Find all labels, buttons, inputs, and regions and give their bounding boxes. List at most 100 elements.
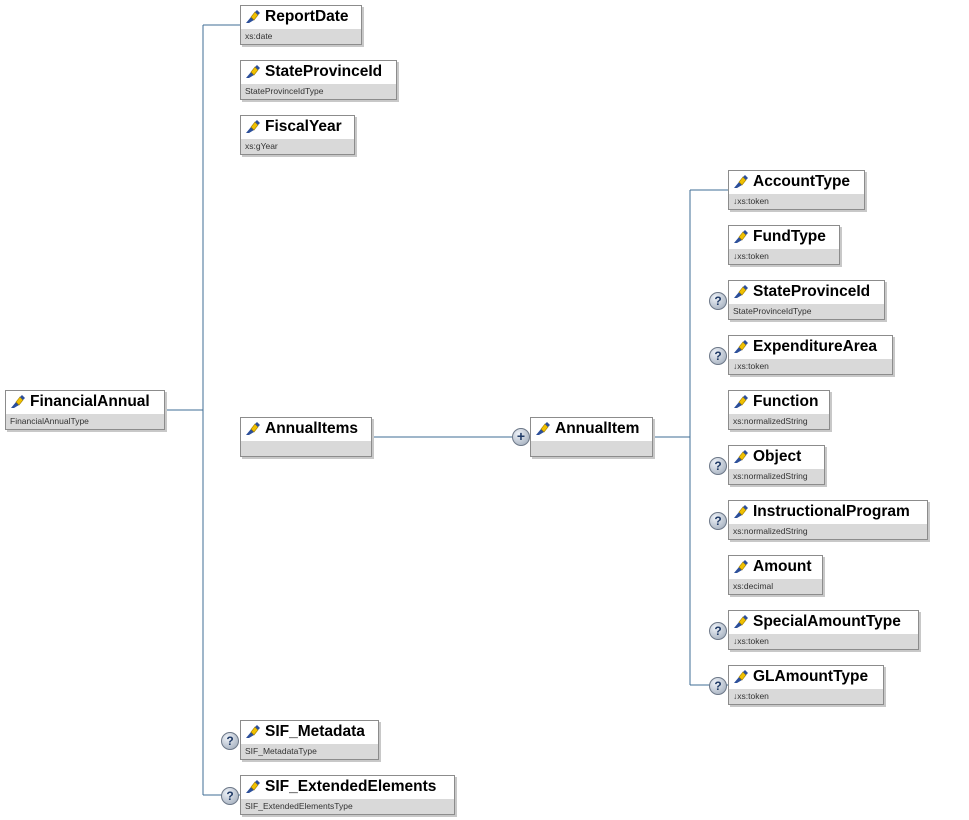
element-node-expenditurearea[interactable]: ExpenditureArea ↓xs:token [728,335,893,375]
element-icon [733,450,749,464]
element-type-label: xs:date [241,29,361,44]
element-type-label: FinancialAnnualType [6,414,164,429]
node-title: AnnualItem [531,418,652,440]
node-title: SIF_Metadata [241,721,378,743]
element-name: FiscalYear [265,118,342,135]
element-node-amount[interactable]: Amount xs:decimal [728,555,823,595]
element-type-label: ↓xs:token [729,359,892,374]
node-title: AccountType [729,171,864,193]
element-icon [733,175,749,189]
element-node-accounttype[interactable]: AccountType ↓xs:token [728,170,865,210]
element-icon [245,725,261,739]
element-name: StateProvinceId [265,63,383,80]
element-name: FinancialAnnual [30,393,150,410]
node-title: Object [729,446,824,468]
element-icon [733,395,749,409]
element-icon [733,285,749,299]
element-node-specialamounttype[interactable]: SpecialAmountType ↓xs:token [728,610,919,650]
node-title: InstructionalProgram [729,501,927,523]
element-type-label: ↓xs:token [729,634,918,649]
element-icon [245,10,261,24]
optional-question-icon: ? [709,512,727,530]
element-icon [733,340,749,354]
element-type-label: StateProvinceIdType [241,84,396,99]
element-type-label: SIF_MetadataType [241,744,378,759]
element-icon [535,422,551,436]
node-title: AnnualItems [241,418,371,440]
element-type-label: xs:normalizedString [729,414,829,429]
element-name: Amount [753,558,812,575]
element-name: StateProvinceId [753,283,871,300]
node-title: FiscalYear [241,116,354,138]
element-icon [733,505,749,519]
node-title: FinancialAnnual [6,391,164,413]
node-title: GLAmountType [729,666,883,688]
element-name: ExpenditureArea [753,338,878,355]
element-node-fiscalyear[interactable]: FiscalYear xs:gYear [240,115,355,155]
element-icon [733,670,749,684]
element-icon [245,120,261,134]
element-name: SIF_ExtendedElements [265,778,437,795]
element-node-annualitems[interactable]: AnnualItems [240,417,372,457]
element-icon [245,780,261,794]
element-icon [733,560,749,574]
element-node-reportdate[interactable]: ReportDate xs:date [240,5,362,45]
element-name: AnnualItem [555,420,640,437]
optional-question-icon: ? [709,457,727,475]
node-title: StateProvinceId [729,281,884,303]
optional-question-icon: ? [221,732,239,750]
element-name: SpecialAmountType [753,613,901,630]
element-icon [245,422,261,436]
element-name: InstructionalProgram [753,503,910,520]
element-type-label: xs:normalizedString [729,469,824,484]
element-name: GLAmountType [753,668,869,685]
element-type-label: xs:decimal [729,579,822,594]
element-node-fundtype[interactable]: FundType ↓xs:token [728,225,840,265]
element-type-label: ↓xs:token [729,249,839,264]
optional-question-icon: ? [709,622,727,640]
element-type-label: ↓xs:token [729,689,883,704]
optional-question-icon: ? [709,677,727,695]
element-icon [10,395,26,409]
element-node-annualitem[interactable]: AnnualItem [530,417,653,457]
element-name: Function [753,393,819,410]
node-title: ExpenditureArea [729,336,892,358]
element-icon [245,65,261,79]
element-name: FundType [753,228,826,245]
optional-question-icon: ? [709,347,727,365]
node-title: Amount [729,556,822,578]
element-type-label: xs:gYear [241,139,354,154]
node-title: Function [729,391,829,413]
element-name: Object [753,448,802,465]
element-type-label [531,441,652,456]
element-icon [733,615,749,629]
element-type-label: StateProvinceIdType [729,304,884,319]
element-node-object[interactable]: Object xs:normalizedString [728,445,825,485]
optional-question-icon: ? [221,787,239,805]
node-title: SIF_ExtendedElements [241,776,454,798]
element-name: SIF_Metadata [265,723,365,740]
element-node-function[interactable]: Function xs:normalizedString [728,390,830,430]
element-node-instructionalprogram[interactable]: InstructionalProgram xs:normalizedString [728,500,928,540]
element-node-glamounttype[interactable]: GLAmountType ↓xs:token [728,665,884,705]
expand-plus-icon[interactable]: + [512,428,530,446]
element-type-label: xs:normalizedString [729,524,927,539]
element-type-label: SIF_ExtendedElementsType [241,799,454,814]
element-name: AccountType [753,173,851,190]
element-name: ReportDate [265,8,349,25]
element-icon [733,230,749,244]
element-name: AnnualItems [265,420,359,437]
node-title: StateProvinceId [241,61,396,83]
element-type-label: ↓xs:token [729,194,864,209]
node-title: ReportDate [241,6,361,28]
optional-question-icon: ? [709,292,727,310]
node-title: FundType [729,226,839,248]
element-type-label [241,441,371,456]
